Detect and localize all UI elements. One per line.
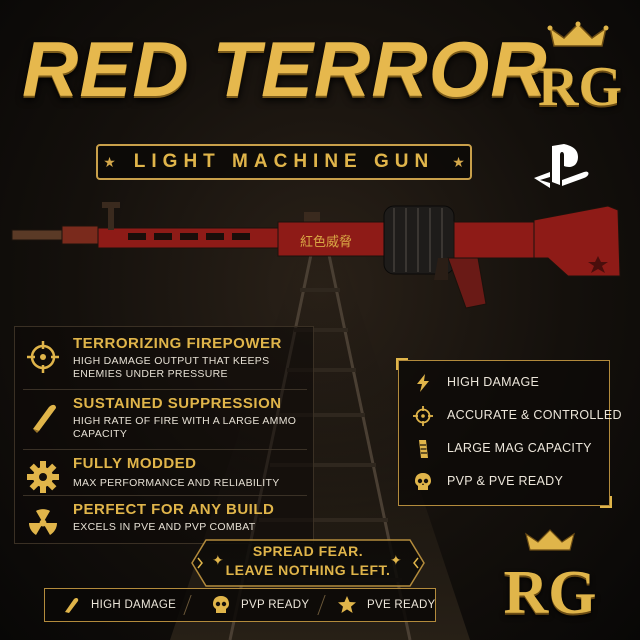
weapon-image: 紅色威脅 [11,202,621,309]
feature-item: SUSTAINED SUPPRESSION HIGH RATE OF FIRE … [25,395,309,445]
feature-description: EXCELS IN PVE AND PVP COMBAT [73,521,256,533]
crown-icon [525,529,575,551]
slogan-line-1: SPREAD FEAR. [252,543,364,559]
brand-logo-text: RG [538,56,622,118]
banner-frame [191,539,425,587]
star-icon: ✦ [390,552,402,568]
feature-description: HIGH RATE OF FIRE WITH A LARGE AMMO CAPA… [73,415,297,440]
footer-logo-text: RG [503,559,597,627]
weapon-class: LIGHT MACHINE GUN [133,151,435,172]
crosshair-icon [413,406,433,426]
feature-description: MAX PERFORMANCE AND RELIABILITY [73,477,280,489]
bottom-badge-label: PVE READY [367,599,436,611]
star-icon: ✦ [212,552,224,568]
skull-icon [213,596,229,613]
stat-label: LARGE MAG CAPACITY [447,441,592,455]
skull-icon [415,473,431,490]
stat-item: HIGH DAMAGE [413,371,603,395]
gear-icon [27,461,59,493]
feature-title: PERFECT FOR ANY BUILD [73,501,275,518]
bottom-badge: PVE READY [337,589,436,621]
radiation-icon [29,509,57,535]
features-panel: TERRORIZING FIREPOWER HIGH DAMAGE OUTPUT… [14,326,314,544]
feature-item: TERRORIZING FIREPOWER HIGH DAMAGE OUTPUT… [25,335,309,385]
bottom-badge-label: HIGH DAMAGE [91,599,177,611]
stat-label: ACCURATE & CONTROLLED [447,408,622,422]
footer-brand-logo: RG [490,528,610,632]
page-title: RED TERROR [22,25,548,113]
stats-panel: HIGH DAMAGE ACCURATE & CONTROLLED LARGE … [396,358,622,508]
subtitle-plate: ★ LIGHT MACHINE GUN ★ [96,144,472,180]
bottom-badge: PVP READY [211,589,309,621]
bullet-icon [31,404,56,433]
playstation-logo-icon [534,144,589,188]
feature-title: SUSTAINED SUPPRESSION [73,395,282,412]
feature-item: FULLY MODDED MAX PERFORMANCE AND RELIABI… [25,455,309,505]
stat-label: HIGH DAMAGE [447,375,540,389]
bottom-badge-label: PVP READY [241,599,310,611]
bullet-icon [65,597,79,613]
slogan-text: SPREAD FEAR. LEAVE NOTHING LEFT. [188,542,428,580]
magazine-icon [419,440,428,458]
crown-icon [547,21,609,47]
feature-title: TERRORIZING FIREPOWER [73,335,282,352]
bottom-badges-bar: HIGH DAMAGE PVP READY PVE READY [44,588,436,622]
slogan-banner: ✦ ✦ SPREAD FEAR. LEAVE NOTHING LEFT. [188,538,428,588]
stat-item: ACCURATE & CONTROLLED [413,404,622,428]
weapon-inscription: 紅色威脅 [300,234,352,250]
star-icon: ★ [103,153,116,170]
brand-logo: RG [538,20,622,120]
feature-title: FULLY MODDED [73,455,197,472]
star-icon: ★ [452,153,465,170]
crosshair-icon [27,341,59,373]
stat-label: PVP & PVE READY [447,474,564,488]
star-icon [338,596,356,613]
feature-description: HIGH DAMAGE OUTPUT THAT KEEPS ENEMIES UN… [73,355,270,380]
stat-item: PVP & PVE READY [413,470,603,494]
lightning-icon [417,374,429,392]
slogan-line-2: LEAVE NOTHING LEFT. [225,562,391,578]
feature-item: PERFECT FOR ANY BUILD EXCELS IN PVE AND … [25,501,309,551]
stat-item: LARGE MAG CAPACITY [413,437,603,461]
bottom-badge: HIGH DAMAGE [61,589,176,621]
